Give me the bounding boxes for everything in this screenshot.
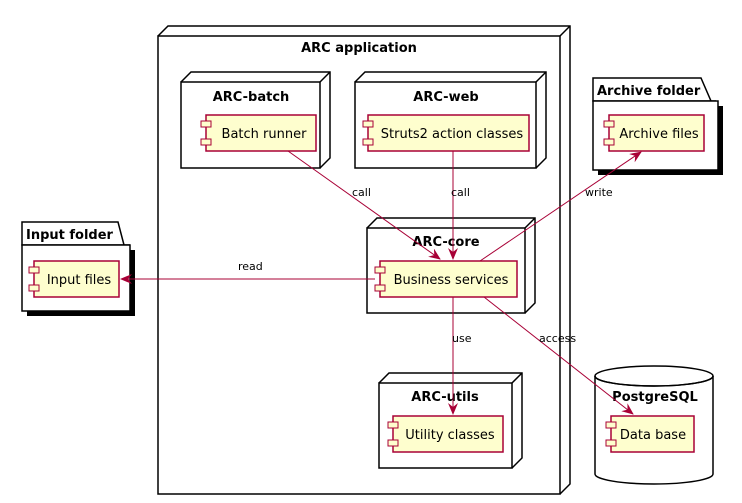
edge-core-to-db: access: [483, 296, 634, 415]
data-base-component: Data base: [605, 415, 695, 453]
utility-classes-label: Utility classes: [405, 428, 495, 443]
postgresql-title: PostgreSQL: [612, 390, 698, 405]
arc-batch-title: ARC-batch: [213, 90, 290, 105]
arc-core-title: ARC-core: [412, 235, 479, 250]
edge-web-core-label: call: [451, 186, 470, 199]
edge-batch-to-core: call: [287, 150, 441, 260]
edge-core-to-utils: use: [448, 297, 472, 415]
batch-runner-component: Batch runner: [200, 114, 317, 152]
archive-files-component: Archive files: [603, 114, 705, 152]
arc-web-title: ARC-web: [413, 90, 478, 105]
edge-core-input-label: read: [238, 260, 263, 273]
input-files-label: Input files: [47, 273, 112, 288]
edge-batch-core-label: call: [352, 186, 371, 199]
edge-core-to-input: read: [120, 260, 375, 284]
archive-folder-title: Archive folder: [597, 84, 701, 99]
struts2-action-classes-component: Struts2 action classes: [362, 114, 530, 152]
business-services-label: Business services: [394, 273, 509, 288]
edge-core-utils-label: use: [452, 332, 472, 345]
utility-classes-component: Utility classes: [387, 415, 504, 453]
arc-utils-title: ARC-utils: [411, 390, 479, 405]
input-files-component: Input files: [28, 260, 120, 298]
edge-core-archive-label: write: [585, 186, 613, 199]
archive-files-label: Archive files: [619, 127, 699, 142]
business-services-component: Business services: [374, 260, 518, 298]
batch-runner-label: Batch runner: [222, 127, 308, 142]
data-base-label: Data base: [620, 428, 686, 443]
edge-core-db-label: access: [539, 332, 576, 345]
input-folder-title: Input folder: [26, 228, 114, 243]
edge-core-to-archive: write: [479, 151, 642, 262]
struts2-action-classes-label: Struts2 action classes: [381, 127, 524, 142]
edge-web-to-core: call: [448, 151, 470, 260]
arc-application-title: ARC application: [301, 41, 417, 56]
